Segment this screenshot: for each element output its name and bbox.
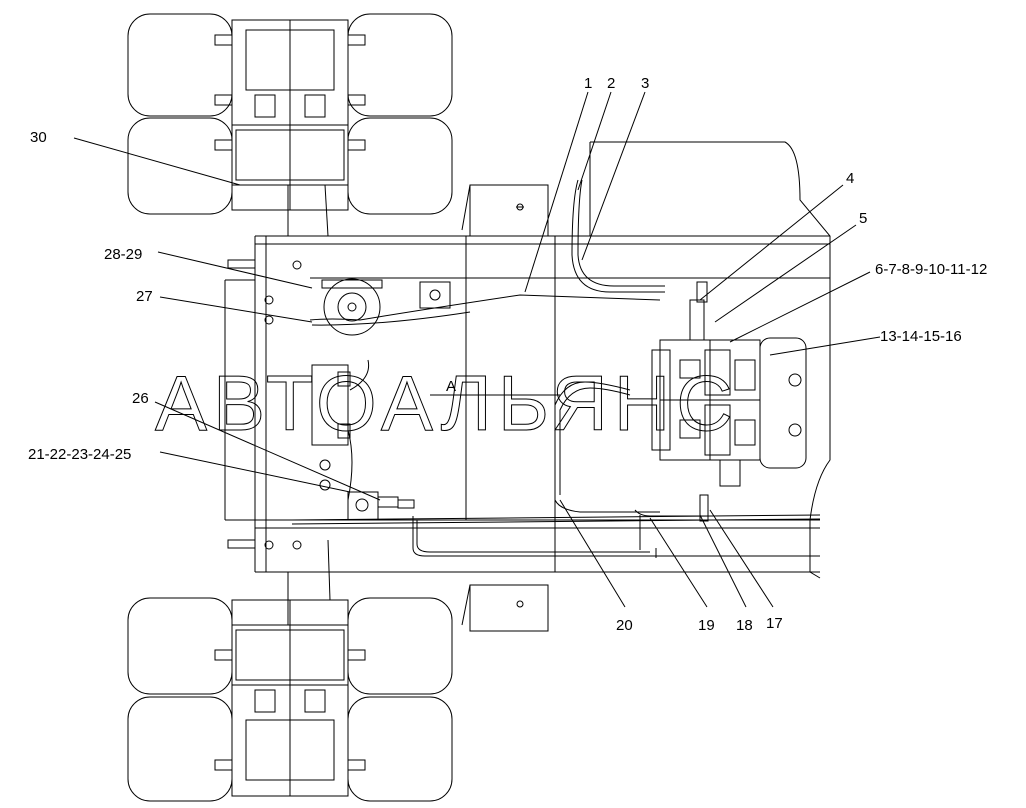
rear-wheel-bottom-left: [127, 597, 233, 802]
air-pipes: [287, 179, 821, 625]
callout-17: 17: [766, 615, 783, 632]
air-reservoir: [321, 278, 451, 336]
rear-axle-housing-top: [214, 19, 366, 211]
rear-wheel-top-right-outer: [347, 13, 453, 215]
callout-2: 2: [607, 75, 615, 92]
callout-5: 5: [859, 210, 867, 227]
callout-20: 20: [616, 617, 633, 634]
callout-18: 18: [736, 617, 753, 634]
callout-26: 26: [132, 390, 149, 407]
rear-axle-housing-bottom: [214, 599, 366, 797]
callout-13-16: 13-14-15-16: [880, 328, 962, 345]
frame-rails: [224, 235, 830, 573]
callout-30: 30: [30, 129, 47, 146]
callout-19: 19: [698, 617, 715, 634]
support-bracket-bottom: [461, 584, 549, 632]
rear-wheel-bottom-right: [347, 597, 453, 802]
cab-outline: [589, 141, 831, 579]
valve-block-middle: [264, 260, 351, 550]
gearbox-assembly: [651, 281, 807, 522]
callout-28-29: 28-29: [104, 246, 142, 263]
rear-wheel-top-left-outer: [127, 13, 233, 215]
section-marker-a: А: [446, 378, 456, 395]
leader-lines: [73, 91, 881, 608]
callout-3: 3: [641, 75, 649, 92]
callout-4: 4: [846, 170, 854, 187]
callout-1: 1: [584, 75, 592, 92]
callout-6-12: 6-7-8-9-10-11-12: [875, 261, 987, 278]
relay-valve: [347, 491, 415, 521]
callout-27: 27: [136, 288, 153, 305]
watermark-text: АВТОАЛЬЯНС: [155, 359, 739, 447]
support-bracket-top: [461, 184, 549, 237]
callout-21-25: 21-22-23-24-25: [28, 446, 131, 463]
